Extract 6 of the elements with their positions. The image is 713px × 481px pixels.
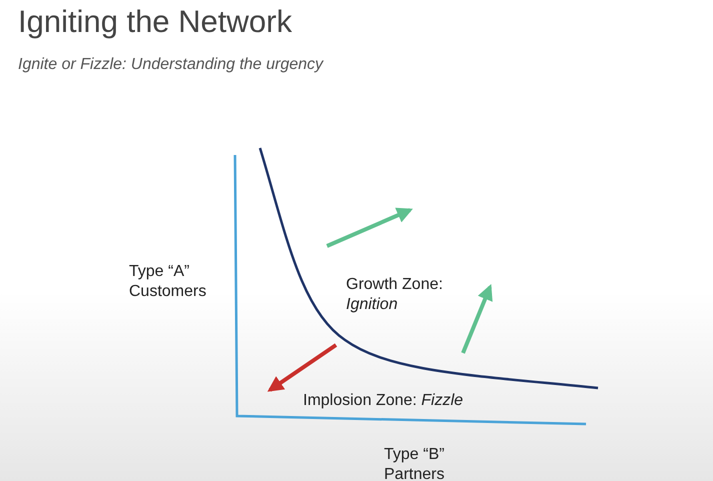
axis-label: Type “B” Partners <box>384 445 446 481</box>
zone-label: Implosion Zone: Fizzle <box>303 391 464 411</box>
page-title: Igniting the Network <box>18 4 292 40</box>
axis-label: Type “A” Customers <box>129 262 208 302</box>
subtitle: Ignite or Fizzle: Understanding the urgency <box>18 56 324 74</box>
zone-label: Growth Zone: Ignition <box>346 275 444 315</box>
